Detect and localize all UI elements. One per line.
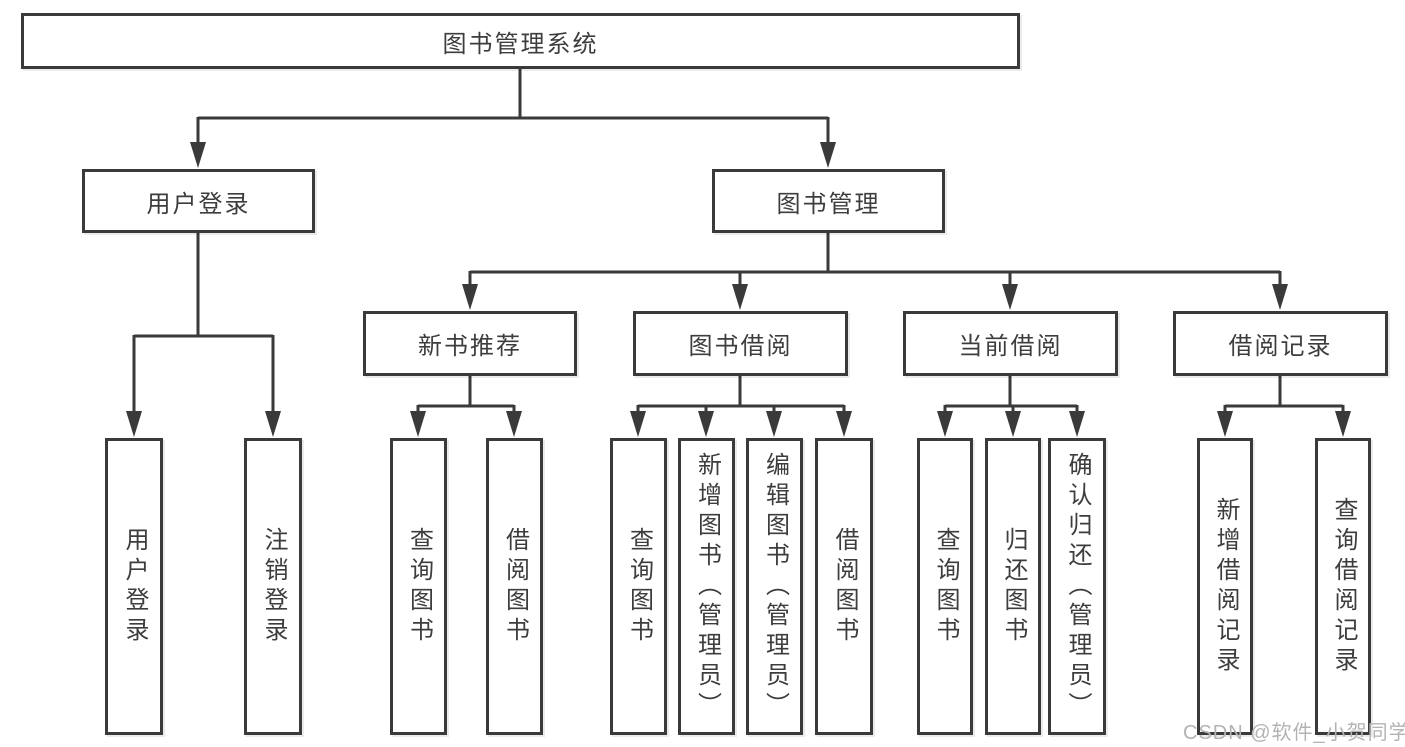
node-current-borrowing: 当前借阅	[903, 311, 1118, 376]
leaf-edit-book-admin: 编辑图书（管理员）	[746, 438, 803, 735]
node-label: 查询图书	[405, 526, 433, 647]
node-label: 查询借阅记录	[1330, 496, 1357, 677]
leaf-return-book: 归还图书	[985, 438, 1041, 735]
leaf-user-login: 用户登录	[105, 438, 163, 735]
node-label: 归还图书	[1000, 526, 1027, 647]
leaf-borrow-books: 借阅图书	[815, 438, 873, 735]
leaf-add-book-admin: 新增图书（管理员）	[678, 438, 735, 735]
watermark: CSDN @软件_小贺同学	[1183, 722, 1405, 744]
node-label: 图书管理系统	[442, 30, 599, 58]
node-label: 新书推荐	[418, 333, 522, 360]
node-library-management-system: 图书管理系统	[21, 13, 1020, 69]
leaf-query-books: 查询图书	[917, 438, 973, 735]
node-label: 用户登录	[121, 526, 148, 647]
node-label: 编辑图书（管理员）	[761, 451, 789, 722]
node-new-book-recommendation: 新书推荐	[363, 311, 577, 376]
leaf-query-books: 查询图书	[610, 438, 667, 735]
node-label: 借阅记录	[1228, 333, 1333, 360]
leaf-query-books: 查询图书	[390, 438, 447, 735]
node-label: 借阅图书	[831, 526, 858, 647]
leaf-query-borrow-record: 查询借阅记录	[1315, 438, 1371, 735]
node-label: 图书借阅	[688, 333, 793, 360]
node-label: 查询图书	[932, 526, 959, 647]
leaf-borrow-books: 借阅图书	[486, 438, 543, 735]
node-label: 借阅图书	[501, 526, 529, 647]
node-label: 确认归还（管理员）	[1064, 451, 1091, 722]
node-label: 用户登录	[146, 190, 251, 218]
node-label: 查询图书	[625, 526, 653, 647]
node-label: 当前借阅	[958, 333, 1063, 360]
leaf-logout: 注销登录	[244, 438, 302, 735]
node-label: 注销登录	[260, 526, 287, 647]
leaf-confirm-return-admin: 确认归还（管理员）	[1048, 438, 1106, 735]
node-label: 图书管理	[776, 190, 881, 218]
node-label: 新增借阅记录	[1212, 496, 1239, 677]
leaf-add-borrow-record: 新增借阅记录	[1197, 438, 1253, 735]
node-borrowing-records: 借阅记录	[1173, 311, 1388, 376]
node-book-borrowing: 图书借阅	[633, 311, 848, 376]
node-book-management: 图书管理	[712, 169, 945, 233]
node-user-login: 用户登录	[82, 169, 315, 233]
node-label: 新增图书（管理员）	[693, 451, 721, 722]
